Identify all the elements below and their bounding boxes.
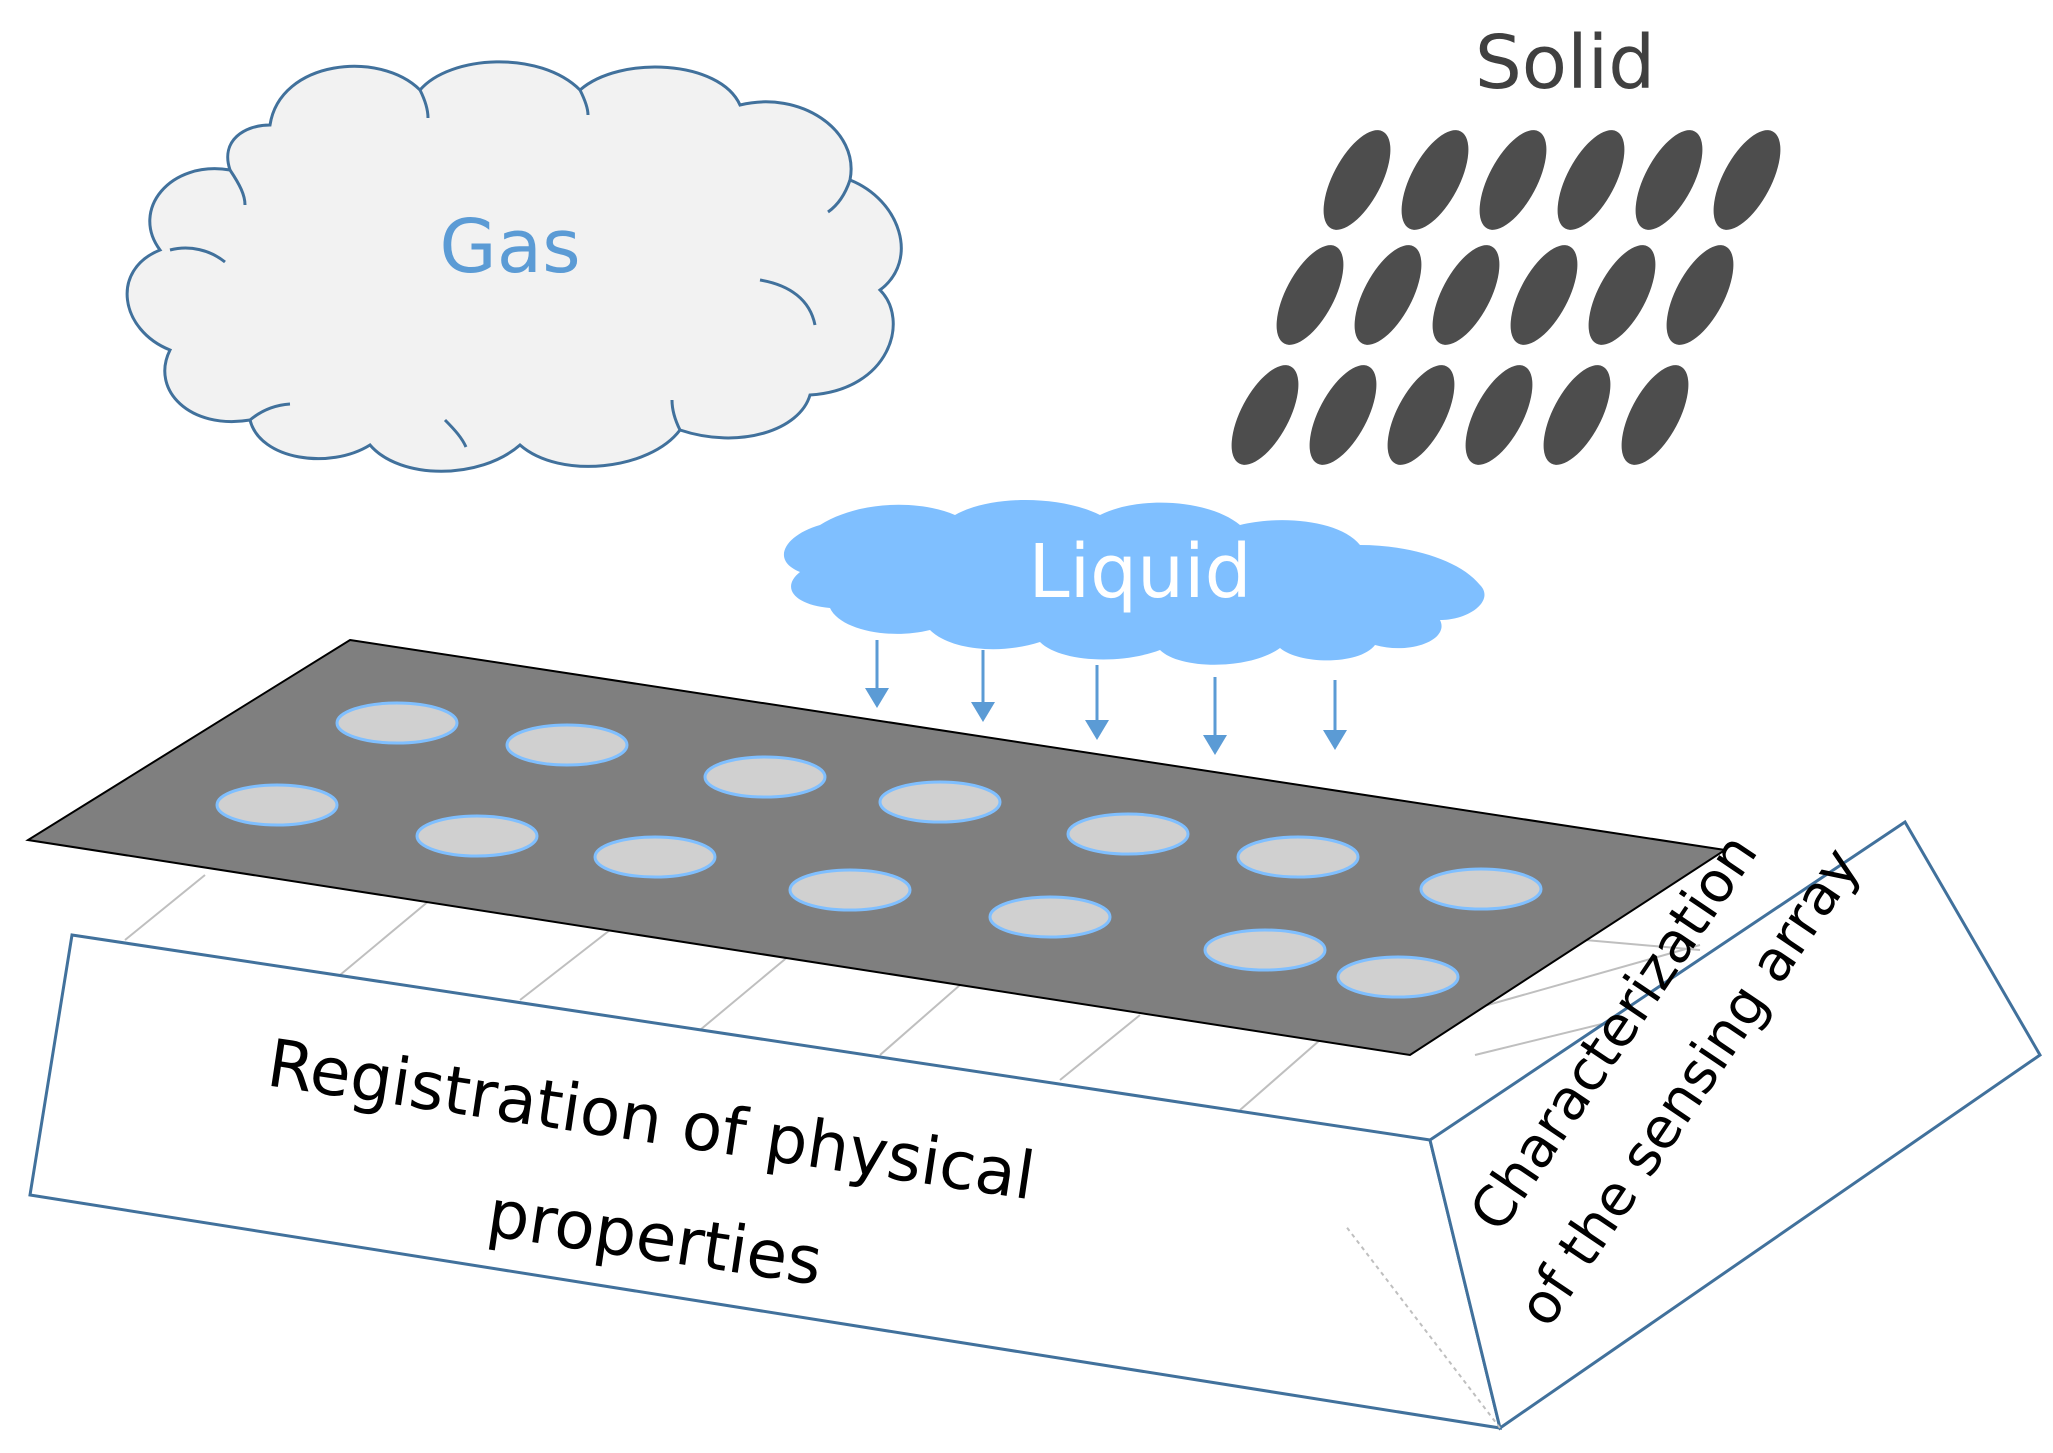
sensing-well — [878, 780, 1002, 824]
solid-particle — [1543, 365, 1611, 465]
down-arrow-icon — [1323, 680, 1347, 750]
gas-cloud-crease — [578, 89, 590, 116]
liquid-cloud-shape — [783, 500, 1485, 665]
solid-particle — [1666, 245, 1734, 345]
sensing-well — [415, 814, 539, 858]
down-arrow-icon — [1203, 677, 1227, 755]
solid-particle — [1635, 130, 1703, 230]
liquid-arrows — [865, 640, 1347, 755]
gas-cloud-crease — [228, 169, 247, 206]
grid-line — [879, 984, 961, 1056]
grid-line — [1059, 1014, 1141, 1081]
solid-particle — [1621, 365, 1689, 465]
sensing-well — [1203, 928, 1327, 972]
down-arrow-icon — [971, 650, 995, 722]
solid-particle — [1465, 365, 1533, 465]
solid-particle — [1354, 245, 1422, 345]
solid-particle — [1323, 130, 1391, 230]
characterization-side-face — [1428, 819, 2042, 1431]
solid-particle — [1432, 245, 1500, 345]
sensing-well — [988, 895, 1112, 939]
solid-particle — [1510, 245, 1578, 345]
grid-line — [1469, 944, 1701, 1011]
solid-particle — [1309, 365, 1377, 465]
plate-wells — [215, 701, 1543, 999]
gas-label: Gas — [439, 204, 580, 290]
sensing-well — [215, 783, 339, 827]
grid-line — [1239, 1039, 1321, 1111]
sensing-well — [1066, 812, 1190, 856]
solid-particle — [1231, 365, 1299, 465]
gas-cloud-crease — [759, 278, 817, 326]
sensing-well — [788, 868, 912, 912]
sensing-well — [1236, 835, 1360, 879]
down-arrow-icon — [1085, 665, 1109, 740]
sensing-well — [703, 755, 827, 799]
sensing-well — [1419, 867, 1543, 911]
liquid-cloud: Liquid — [783, 500, 1485, 665]
sensing-well — [1336, 955, 1460, 999]
sensing-plate — [25, 638, 1728, 1057]
grid-line — [339, 899, 431, 976]
side-fold-line — [1344, 1224, 1501, 1429]
grid-line — [124, 874, 206, 941]
gas-cloud-crease — [169, 246, 226, 264]
gas-cloud-crease — [443, 418, 468, 448]
down-arrow-icon — [865, 640, 889, 708]
solid-particle — [1401, 130, 1469, 230]
gas-cloud-crease — [827, 179, 852, 214]
solid-group: Solid — [1231, 20, 1781, 465]
gas-cloud-crease — [418, 89, 430, 119]
solid-particle — [1588, 245, 1656, 345]
sensing-well — [593, 835, 717, 879]
gas-cloud-crease — [249, 402, 291, 422]
solid-label: Solid — [1475, 20, 1655, 106]
solid-particle — [1276, 245, 1344, 345]
gas-cloud-shape — [125, 60, 903, 473]
solid-particle — [1479, 130, 1547, 230]
solid-particle — [1387, 365, 1455, 465]
sensing-well — [505, 723, 629, 767]
sensing-well — [335, 701, 459, 745]
solid-particle — [1557, 130, 1625, 230]
solid-particle — [1713, 130, 1781, 230]
grid-line — [699, 954, 791, 1031]
grid-line — [519, 929, 611, 1001]
liquid-label: Liquid — [1028, 529, 1251, 615]
gas-cloud: Gas — [125, 60, 903, 473]
grid-line — [1584, 939, 1701, 951]
solid-particle-grid — [1231, 130, 1781, 465]
gas-cloud-crease — [670, 399, 682, 431]
